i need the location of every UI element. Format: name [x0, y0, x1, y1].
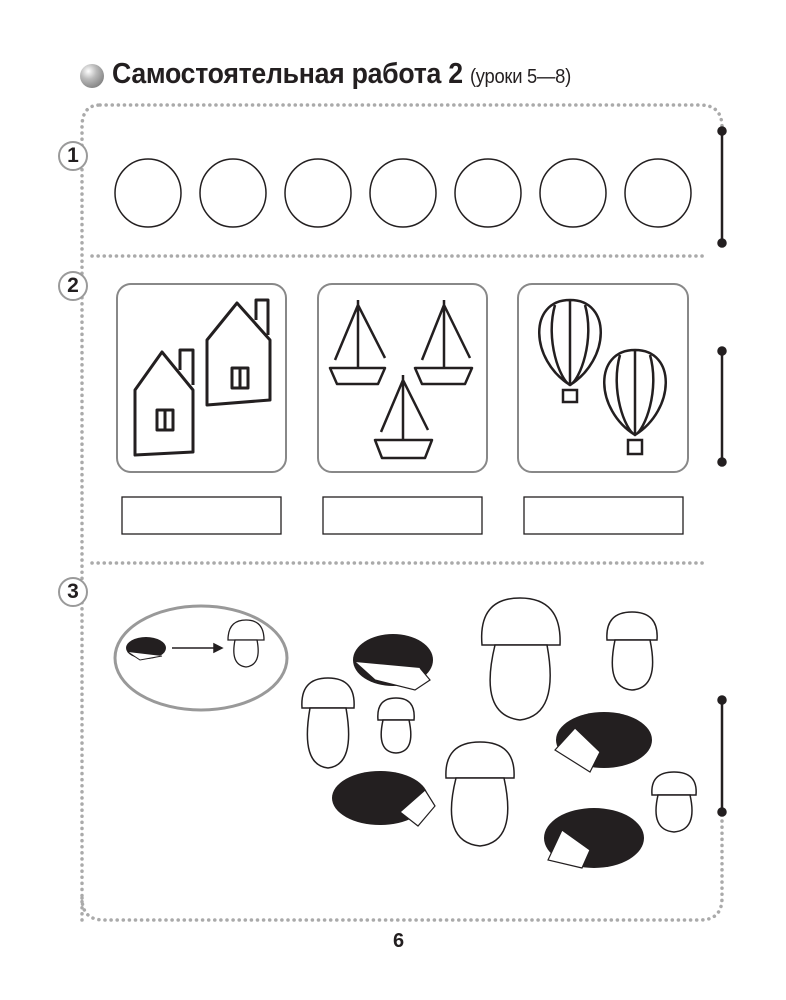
answer-box	[322, 496, 483, 535]
answer-circle	[199, 158, 267, 228]
score-bar	[717, 126, 727, 817]
mushroom-icon	[651, 771, 697, 833]
answer-box	[523, 496, 684, 535]
sailboat-icons	[328, 300, 474, 460]
hedgehog-icons	[332, 634, 652, 869]
hedgehog-icon	[332, 771, 436, 827]
page-number: 6	[393, 930, 405, 952]
answer-circle	[539, 158, 607, 228]
title-subtitle: (уроки 5—8)	[469, 66, 571, 88]
answer-circle	[114, 158, 182, 228]
page-title: Самостоятельная работа 2 (уроки 5—8)	[112, 58, 571, 91]
picture-box-houses	[116, 283, 287, 473]
hedgehog-icon	[544, 808, 644, 869]
arrow-right-icon	[172, 642, 224, 654]
answer-circle	[454, 158, 522, 228]
mushroom-icon	[480, 597, 561, 721]
dotted-frame	[80, 103, 724, 922]
task-number-2: 2	[58, 271, 88, 301]
picture-box-boats	[317, 283, 488, 473]
answer-circles	[114, 158, 692, 228]
task-number-3: 3	[58, 577, 88, 607]
title-text: Самостоятельная работа 2	[112, 58, 463, 90]
hedgehog-icon	[353, 634, 433, 691]
example-mushroom-icon	[227, 619, 265, 668]
bullet-ball-icon	[80, 64, 104, 88]
house-icons	[133, 298, 272, 457]
answer-circle	[624, 158, 692, 228]
example-hedgehog-icon	[126, 637, 166, 661]
answer-circle	[284, 158, 352, 228]
answer-circle	[369, 158, 437, 228]
mushroom-icon	[301, 677, 355, 769]
task-number-1: 1	[58, 141, 88, 171]
answer-box	[121, 496, 282, 535]
balloon-icons	[538, 298, 667, 456]
hedgehog-icon	[554, 712, 652, 773]
picture-box-balloons	[517, 283, 689, 473]
mushroom-icon	[377, 697, 415, 754]
mushroom-icon	[445, 741, 515, 847]
mushroom-icon	[606, 611, 658, 691]
mushroom-icons	[301, 597, 697, 847]
